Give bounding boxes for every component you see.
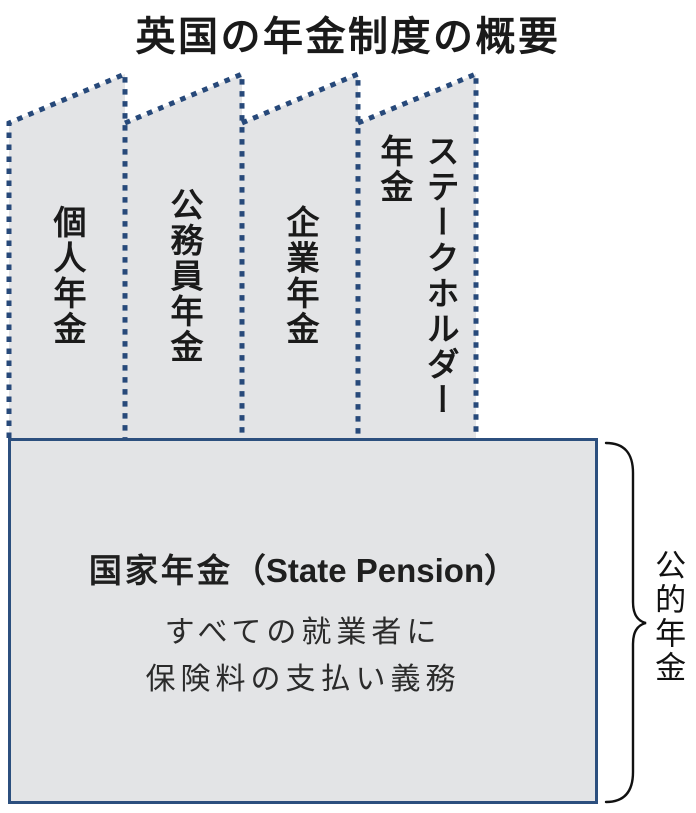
public-pension-brace	[604, 441, 647, 804]
state-pension-description: すべての就業者に 保険料の支払い義務	[11, 609, 595, 703]
pillar-label-stakeholder-pension: ステークホルダー 年金	[371, 134, 463, 418]
pillar-border-personal	[6, 70, 128, 438]
state-pension-heading-jp: 国家年金	[88, 552, 233, 589]
state-pension-description-line1: すべての就業者に	[164, 616, 442, 649]
pillar-label-civil-servant-pension: 公務員年金	[165, 187, 203, 365]
pillar-shape-stakeholder	[358, 74, 476, 438]
pillar-label-corporate-pension: 企業年金	[281, 205, 319, 347]
public-pension-label: 公的年金	[650, 549, 686, 685]
pillar-shape-personal	[9, 74, 125, 438]
pillar-shape-civil-servant	[125, 74, 242, 438]
state-pension-box: 国家年金（State Pension） すべての就業者に 保険料の支払い義務	[8, 438, 598, 804]
state-pension-heading-en: （State Pension）	[232, 552, 518, 589]
pillar-label-stakeholder-line2: 年金	[376, 134, 413, 205]
state-pension-heading: 国家年金（State Pension）	[11, 544, 595, 592]
pillar-label-personal-pension: 個人年金	[48, 205, 86, 347]
diagram-title: 英国の年金制度の概要	[135, 15, 561, 59]
pension-pillars-graphic	[6, 70, 479, 438]
pillar-shape-corporate	[242, 74, 358, 438]
pillar-label-stakeholder-line1: ステークホルダー	[422, 134, 459, 418]
state-pension-description-line2: 保険料の支払い義務	[145, 663, 461, 696]
